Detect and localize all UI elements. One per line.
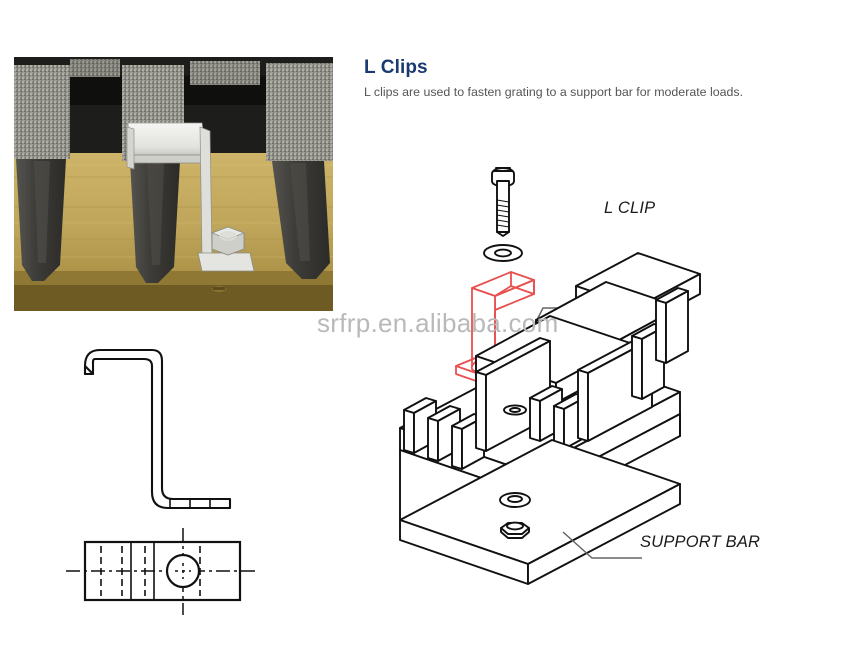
flat-washer-top-graphic xyxy=(483,244,523,262)
hex-bolt-graphic xyxy=(491,167,515,237)
grating-panel-graphic xyxy=(399,252,701,495)
flat-washer-lower-graphic xyxy=(499,492,531,508)
l-clip-assembly-isometric: .ln { fill:#ffffff; stroke:#111111; stro… xyxy=(380,160,850,585)
support-bar-graphic xyxy=(399,413,681,585)
hex-nut-graphic xyxy=(500,521,530,539)
bolt-in-photo xyxy=(210,226,246,256)
page-title: L Clips xyxy=(364,57,428,78)
header-block: L Clips L clips are used to fasten grati… xyxy=(364,57,794,100)
clip-in-photo xyxy=(126,122,255,272)
callout-label-l-clip: L CLIP xyxy=(604,199,656,217)
page-subtitle: L clips are used to fasten grating to a … xyxy=(364,84,744,99)
l-clip-side-profile-view xyxy=(60,336,260,516)
l-clip-plan-view xyxy=(60,522,260,622)
l-clip-installed-photo xyxy=(14,57,333,311)
support-bar-leader-line xyxy=(562,531,642,559)
callout-label-support-bar: SUPPORT BAR xyxy=(640,533,761,551)
